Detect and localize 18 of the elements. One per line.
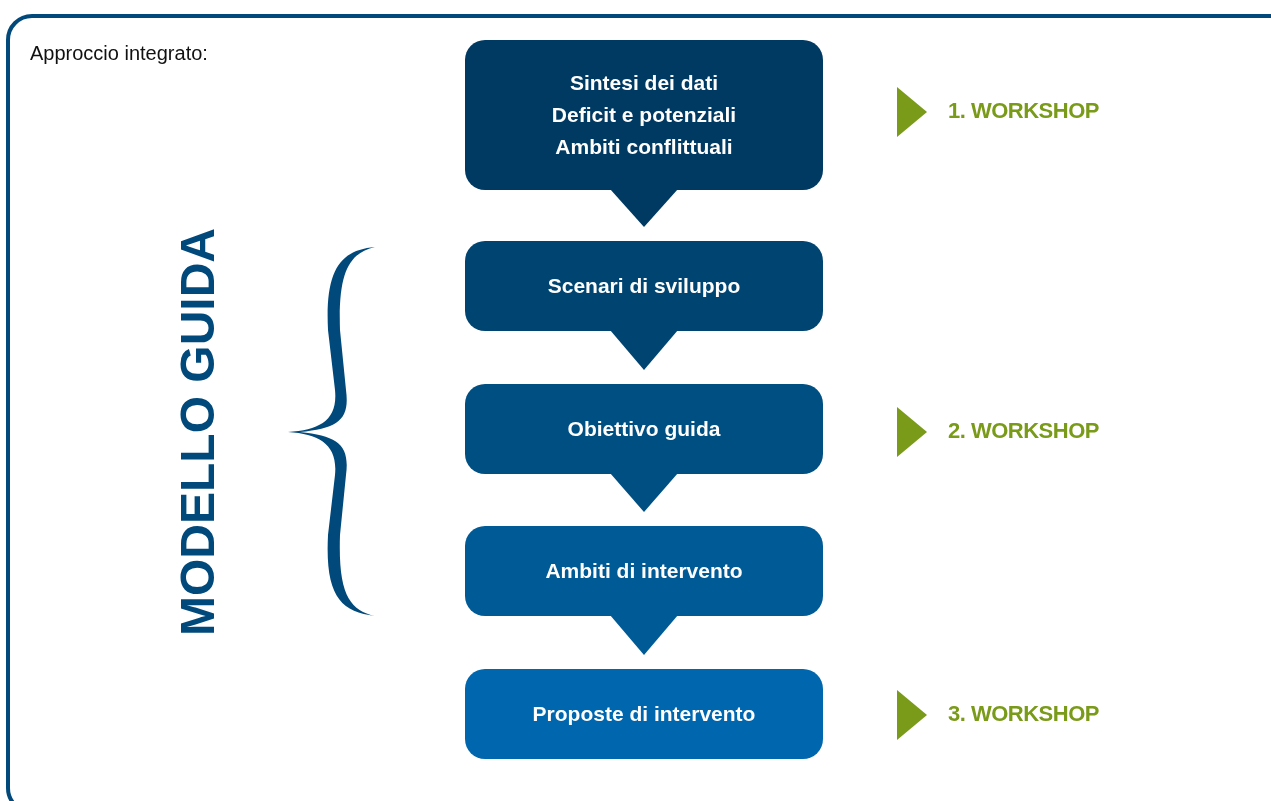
intro-text: Approccio integrato: xyxy=(30,42,208,65)
workshop-label: 1. WORKSHOP xyxy=(948,98,1099,124)
box-text: Sintesi dei dati xyxy=(569,70,719,96)
box-text: Ambiti di intervento xyxy=(545,558,743,584)
process-box xyxy=(465,40,823,190)
box-text: Deficit e potenziali xyxy=(551,102,737,128)
workshop-label: 3. WORKSHOP xyxy=(948,701,1099,727)
box-text: Proposte di intervento xyxy=(532,701,756,727)
workshop-label: 2. WORKSHOP xyxy=(948,418,1099,444)
box-text: Scenari di sviluppo xyxy=(547,273,741,299)
arrow xyxy=(610,473,678,512)
arrow xyxy=(610,615,678,655)
process-box xyxy=(465,669,823,759)
arrow xyxy=(610,189,678,227)
vertical-title: MODELLO GUIDA xyxy=(169,228,225,636)
box-text: Obiettivo guida xyxy=(567,416,721,442)
arrow xyxy=(610,330,678,370)
box-text: Ambiti conflittuali xyxy=(555,134,733,160)
